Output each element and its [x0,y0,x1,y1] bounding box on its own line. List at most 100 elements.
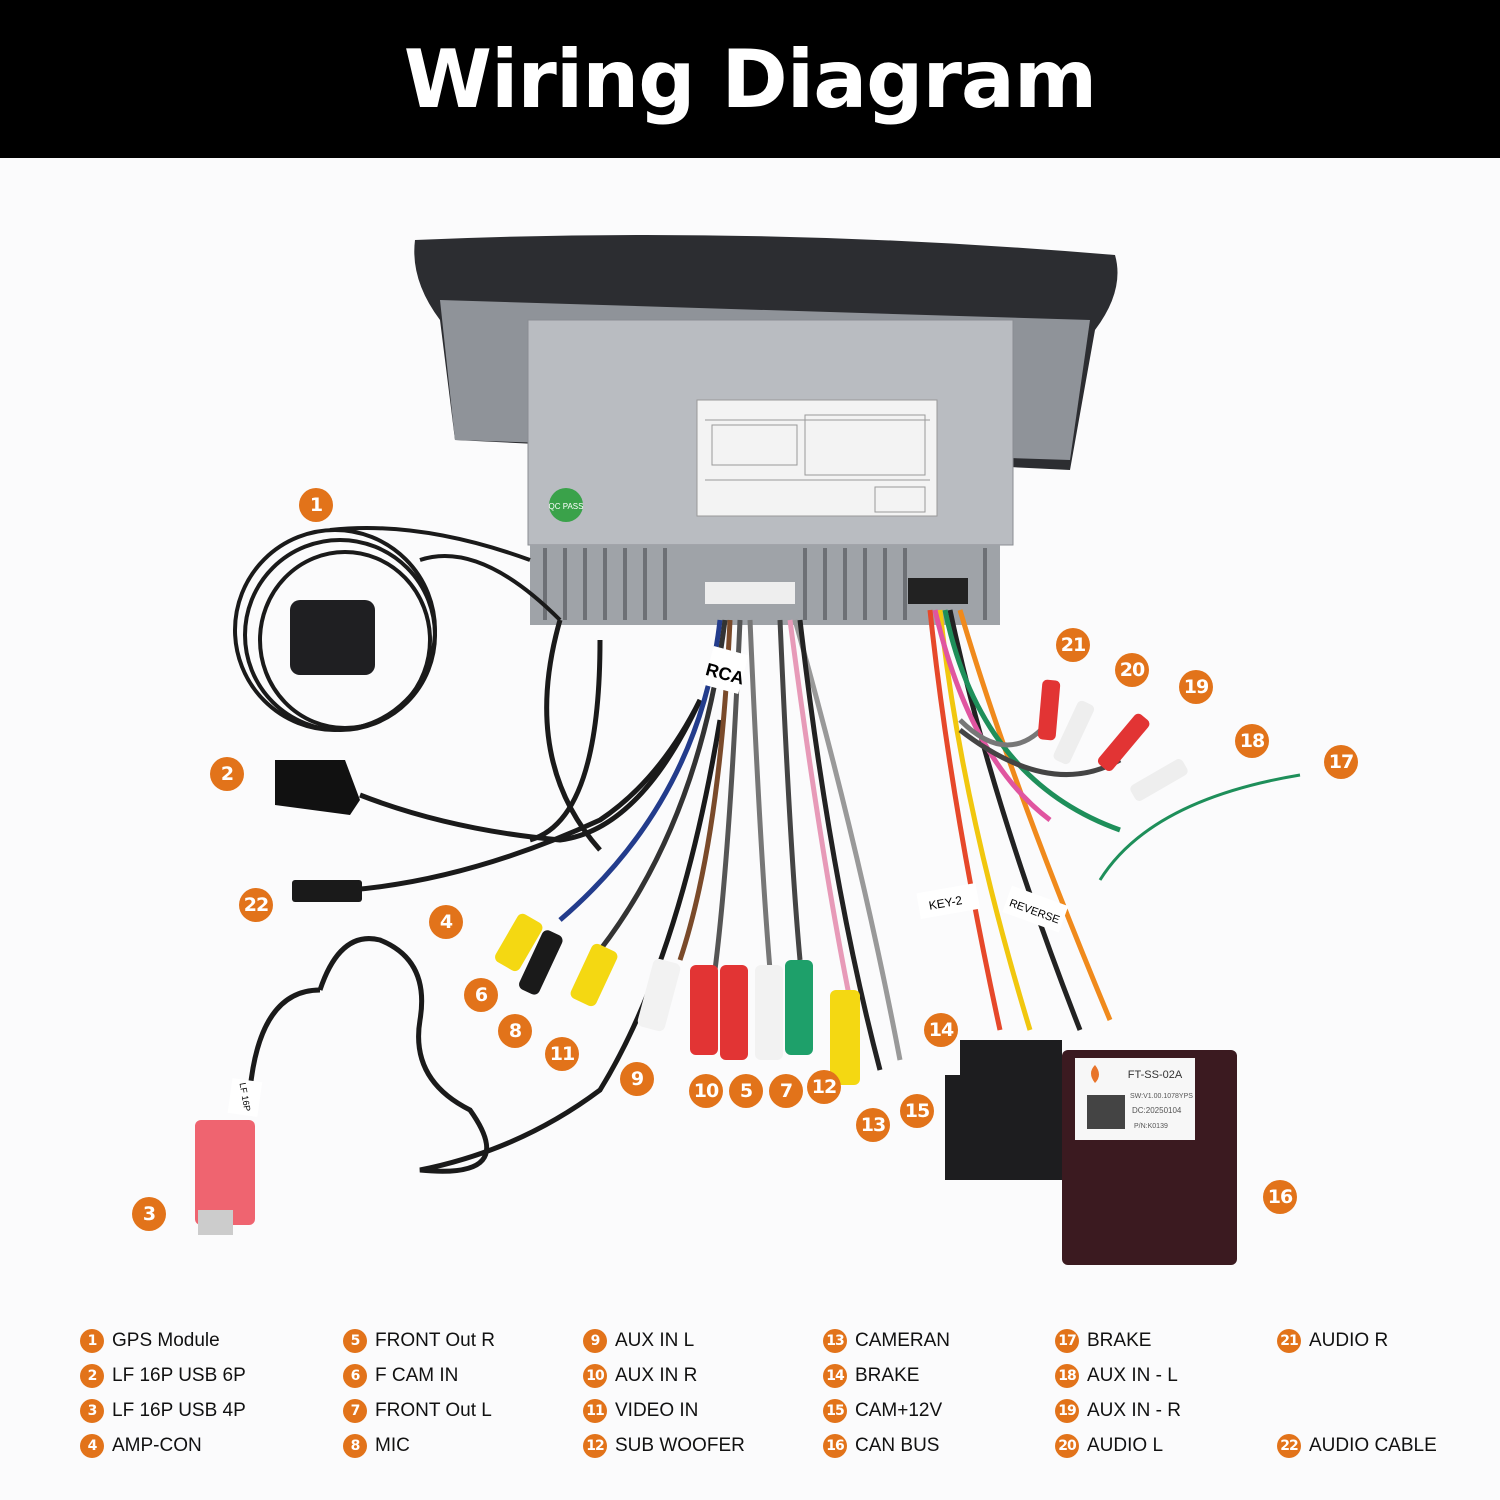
qc-pass-sticker [549,488,583,522]
callout-9: 9 [620,1062,654,1096]
header-bar: Wiring Diagram [0,0,1500,158]
callout-8: 8 [498,1014,532,1048]
legend-number-badge: 3 [80,1399,104,1423]
legend-label: AUDIO CABLE [1309,1435,1437,1456]
callout-20: 20 [1115,653,1149,687]
legend-label: AUDIO L [1087,1435,1164,1456]
callout-2: 2 [210,757,244,791]
legend-number-badge: 18 [1055,1364,1079,1388]
svg-text:QC PASS: QC PASS [549,502,584,511]
legend-item: 17 BRAKE [1055,1328,1151,1354]
svg-text:P/N:K0139: P/N:K0139 [1134,1123,1168,1130]
callout-6: 6 [464,978,498,1012]
callout-7: 7 [769,1074,803,1108]
legend-item: 19 AUX IN - R [1055,1398,1181,1424]
head-unit-wiring-illustration: QC PASS LF 16P RCA [195,235,1301,1265]
legend-label: VIDEO IN [615,1400,699,1421]
legend-number-badge: 8 [343,1434,367,1458]
callout-13: 13 [856,1108,890,1142]
legend-number-badge: 12 [583,1434,607,1458]
legend-label: AUX IN R [615,1365,698,1386]
legend-label: CAN BUS [855,1435,940,1456]
legend-label: AUX IN L [615,1330,695,1351]
legend-item: 11 VIDEO IN [583,1398,698,1424]
legend-item: 3 LF 16P USB 4P [80,1398,246,1424]
legend-item: 5 FRONT Out R [343,1328,495,1354]
usb-6p-connector [275,760,360,815]
svg-text:FT-SS-02A: FT-SS-02A [1128,1069,1183,1081]
legend-label: F CAM IN [375,1365,459,1386]
legend-number-badge: 21 [1277,1329,1301,1353]
callout-18: 18 [1235,724,1269,758]
legend-item: 6 F CAM IN [343,1363,458,1389]
legend-item: 9 AUX IN L [583,1328,694,1354]
legend-number-badge: 6 [343,1364,367,1388]
callout-21: 21 [1056,628,1090,662]
callout-22: 22 [239,888,273,922]
legend-number-badge: 15 [823,1399,847,1423]
legend-number-badge: 7 [343,1399,367,1423]
legend-number-badge: 22 [1277,1434,1301,1458]
legend-item: 22 AUDIO CABLE [1277,1433,1437,1459]
legend-label: AUX IN - R [1087,1400,1181,1421]
legend-label: SUB WOOFER [615,1435,745,1456]
callout-14: 14 [924,1013,958,1047]
legend-item: 18 AUX IN - L [1055,1363,1178,1389]
legend-item: 8 MIC [343,1433,410,1459]
legend-label: CAMERAN [855,1330,951,1351]
legend-number-badge: 9 [583,1329,607,1353]
legend-label: GPS Module [112,1330,220,1351]
legend-label: LF 16P USB 6P [112,1365,246,1386]
legend-number-badge: 13 [823,1329,847,1353]
audio-cable-plug [292,880,362,902]
product-photo: QC PASS LF 16P RCA [0,158,1500,1298]
svg-text:SW:V1.00.1078YPS: SW:V1.00.1078YPS [1130,1093,1193,1100]
usb-4p-connector [195,1120,255,1225]
callout-4: 4 [429,905,463,939]
iso-connector [945,1040,1062,1180]
callout-12: 12 [807,1070,841,1104]
page-title: Wiring Diagram [403,32,1097,126]
legend-number-badge: 20 [1055,1434,1079,1458]
legend-label: BRAKE [855,1365,920,1386]
legend-item: 7 FRONT Out L [343,1398,492,1424]
callout-3: 3 [132,1197,166,1231]
legend-number-badge: 11 [583,1399,607,1423]
legend-label: AUDIO R [1309,1330,1389,1351]
legend-item: 13 CAMERAN [823,1328,950,1354]
legend-item: 16 CAN BUS [823,1433,939,1459]
callout-16: 16 [1263,1180,1297,1214]
callout-19: 19 [1179,670,1213,704]
legend-label: FRONT Out L [375,1400,492,1421]
legend-number-badge: 17 [1055,1329,1079,1353]
gps-antenna [290,600,375,675]
legend-item: 2 LF 16P USB 6P [80,1363,246,1389]
callout-17: 17 [1324,745,1358,779]
legend-label: AUX IN - L [1087,1365,1178,1386]
legend-number-badge: 16 [823,1434,847,1458]
callout-15: 15 [900,1094,934,1128]
qr-code-icon [1087,1095,1125,1129]
svg-text:LF 16P: LF 16P [238,1082,253,1112]
legend-item: 4 AMP-CON [80,1433,202,1459]
callout-11: 11 [545,1037,579,1071]
spec-label [696,399,938,517]
legend-item: 21 AUDIO R [1277,1328,1388,1354]
legend-number-badge: 1 [80,1329,104,1353]
legend-number-badge: 5 [343,1329,367,1353]
callout-1: 1 [299,488,333,522]
svg-text:KEY-2: KEY-2 [928,893,964,913]
legend-number-badge: 19 [1055,1399,1079,1423]
legend-item: 1 GPS Module [80,1328,220,1354]
legend-label: LF 16P USB 4P [112,1400,246,1421]
legend-number-badge: 4 [80,1434,104,1458]
legend-label: FRONT Out R [375,1330,495,1351]
legend-label: AMP-CON [112,1435,202,1456]
legend-label: BRAKE [1087,1330,1152,1351]
callout-10: 10 [689,1074,723,1108]
legend-label: MIC [375,1435,410,1456]
legend-number-badge: 2 [80,1364,104,1388]
svg-text:DC:20250104: DC:20250104 [1132,1106,1182,1115]
